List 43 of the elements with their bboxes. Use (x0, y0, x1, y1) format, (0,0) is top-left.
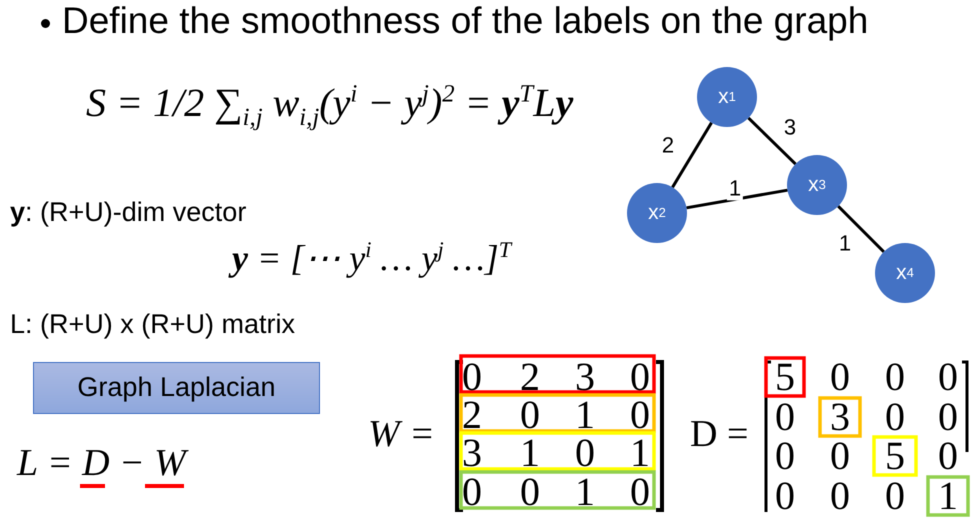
matrix-entry: 2 (462, 395, 482, 435)
matrix-entry: 0 (885, 397, 905, 437)
matrix-entry: 5 (885, 436, 905, 476)
matrix-entry: 0 (830, 357, 850, 397)
matrix-entry: 0 (520, 472, 540, 512)
matrix-name: D = (690, 413, 748, 457)
matrix-entry: 0 (830, 476, 850, 516)
process-box: Graph Laplacian (33, 362, 320, 414)
matrix-entry: 1 (938, 476, 958, 516)
matrix-entry: 2 (520, 357, 540, 397)
slide-title: Define the smoothness of the labels on the graph (62, 0, 868, 43)
matrix-entry: 0 (938, 357, 958, 397)
matrix-entry: 1 (575, 395, 595, 435)
matrix-entry: 0 (775, 476, 795, 516)
edge-line (671, 122, 713, 188)
matrix-entry: 0 (885, 357, 905, 397)
matrix-name: W = (368, 413, 435, 457)
edge-line (747, 116, 797, 166)
matrix-entry: 0 (938, 397, 958, 437)
matrix-entry: 0 (462, 472, 482, 512)
matrix-entry: 3 (462, 433, 482, 473)
matrix-entry: 3 (575, 357, 595, 397)
edge-line (686, 188, 788, 210)
matrix-entry: 0 (575, 433, 595, 473)
edge-line (837, 205, 885, 253)
definition-text: y: (R+U)-dim vector (10, 197, 246, 228)
matrix-entry: 0 (830, 436, 850, 476)
matrix-entry: 5 (775, 357, 795, 397)
matrix-entry: 3 (830, 397, 850, 437)
formula: S = 1/2 ∑$_{i,j}$ w$_{i,j}$(y$^{i}$ − y$^{j}$)$^{2}$ = y$^{T}$Ly (86, 79, 574, 133)
matrix-entry: 0 (462, 357, 482, 397)
matrix-entry: 1 (575, 472, 595, 512)
matrix-entry: 0 (938, 436, 958, 476)
matrix-entry: 1 (520, 433, 540, 473)
definition-text: L: (R+U) x (R+U) matrix (10, 309, 296, 340)
matrix-entry: 0 (520, 395, 540, 435)
matrix-entry: 0 (775, 436, 795, 476)
matrix-entry: 0 (630, 357, 650, 397)
matrix-entry: 0 (630, 472, 650, 512)
matrix-entry: 1 (630, 433, 650, 473)
matrix-entry: 0 (885, 476, 905, 516)
matrix-entry: 0 (630, 395, 650, 435)
matrix-entry: 0 (775, 397, 795, 437)
